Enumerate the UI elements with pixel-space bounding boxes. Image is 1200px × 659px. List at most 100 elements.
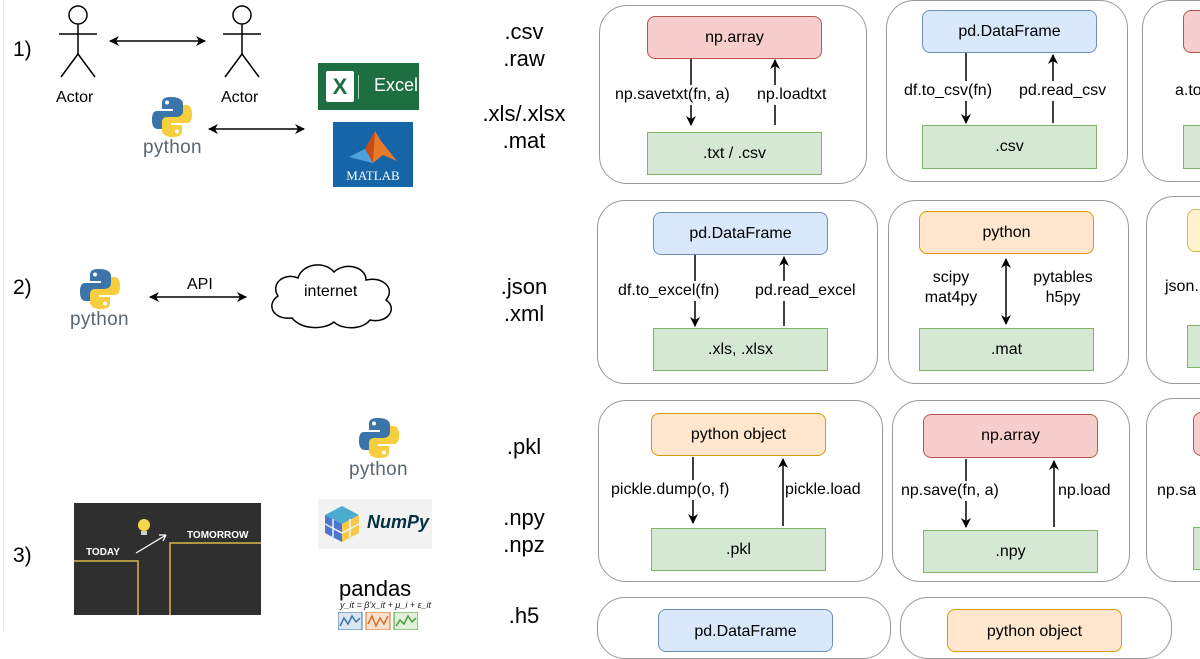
ext-raw: .raw [503, 46, 545, 71]
python-wordmark: python [70, 309, 129, 330]
edge-write-label: df.to_excel(fn) [618, 281, 720, 301]
board-tomorrow: TOMORROW [187, 530, 249, 541]
matlab-label: MATLAB [346, 168, 400, 183]
node-top: pd.DataFrame [653, 212, 828, 255]
card-partial-1: a.to [1142, 0, 1200, 182]
ext-group-json-xml: .json .xml [474, 273, 574, 327]
actor-right-label: Actor [221, 89, 259, 106]
edge-write-label: pickle.dump(o, f) [611, 480, 730, 500]
excel-grid-icon [358, 75, 373, 99]
card-partial-3: np.sa [1146, 398, 1200, 582]
chalkboard-drawing [74, 519, 261, 615]
edge-write-label: a.to [1175, 81, 1200, 101]
row-number-2: 2) [13, 276, 32, 299]
ext-csv: .csv [504, 19, 544, 44]
card-partial-2: json. [1146, 196, 1200, 384]
row-number-3: 3) [13, 544, 32, 567]
ext-npy: .npy [503, 505, 545, 530]
python-logo-icon [359, 418, 399, 458]
lib-pytables: pytables [1033, 269, 1093, 286]
card-numpy-save: np.array np.save(fn, a) np.load .npy [892, 400, 1130, 582]
edge-read-label: pickle.load [785, 480, 861, 500]
edge-write-label: df.to_csv(fn) [904, 81, 993, 101]
matlab-membrane-icon [349, 131, 397, 163]
ext-json: .json [500, 274, 548, 299]
ext-xml: .xml [503, 301, 545, 326]
cloud-icon [271, 264, 392, 329]
python-logo-icon [152, 97, 192, 137]
node-bottom [1193, 527, 1200, 570]
ext-group-npy-npz: .npy .npz [474, 504, 574, 558]
row-number-1: 1) [13, 38, 32, 61]
node-bottom: .txt / .csv [647, 132, 822, 175]
lib-scipy: scipy [932, 269, 970, 286]
node-bottom [1187, 325, 1200, 368]
card-arrows [1001, 258, 1011, 325]
api-label: API [187, 276, 213, 293]
card-pickle: python object pickle.dump(o, f) pickle.l… [598, 400, 883, 582]
python-wordmark: python [143, 137, 202, 158]
excel-logo: X Excel [318, 63, 419, 110]
ext-group-csv-raw: .csv .raw [474, 18, 574, 72]
internet-label: internet [304, 283, 358, 300]
pandas-charts-icon [338, 612, 418, 630]
node-top [1193, 412, 1200, 456]
node-bottom [1183, 125, 1200, 169]
edge-write-label: np.sa [1157, 481, 1197, 501]
ext-npz: .npz [503, 532, 545, 557]
node-top: python object [947, 609, 1122, 652]
ext-h5: .h5 [508, 603, 540, 628]
excel-x-icon: X [326, 71, 354, 102]
ext-mat: .mat [502, 128, 546, 153]
card-python-object-bottom: python object [900, 597, 1172, 659]
lib-mat4py: mat4py [924, 289, 978, 306]
node-bottom: .csv [922, 125, 1097, 169]
card-dataframe-bottom: pd.DataFrame [597, 597, 891, 659]
card-np-array-txt: np.array np.savetxt(fn, a) np.loadtxt .t… [599, 5, 867, 184]
board-today: TODAY [86, 547, 120, 558]
excel-label: Excel [374, 75, 419, 95]
actor-left-icon [59, 5, 97, 78]
mat-readers-left: scipy mat4py [921, 268, 981, 308]
node-bottom: .npy [923, 530, 1098, 573]
pandas-label: pandas [339, 576, 412, 601]
edge-read-label: np.load [1058, 481, 1111, 501]
card-dataframe-excel: pd.DataFrame df.to_excel(fn) pd.read_exc… [597, 200, 878, 384]
lib-h5py: h5py [1045, 289, 1081, 306]
ext-group-xls-mat: .xls/.xlsx .mat [474, 100, 574, 154]
numpy-cube-icon [324, 506, 360, 542]
node-bottom: .xls, .xlsx [653, 328, 828, 371]
node-top: pd.DataFrame [922, 10, 1097, 53]
edge-write-label: np.save(fn, a) [901, 481, 999, 501]
page-left-border [3, 0, 4, 630]
ext-pkl: .pkl [506, 434, 542, 459]
node-top: python [919, 211, 1094, 254]
edge-read-label: pd.read_csv [1019, 81, 1107, 101]
node-top [1183, 10, 1200, 53]
card-dataframe-csv: pd.DataFrame df.to_csv(fn) pd.read_csv .… [886, 0, 1128, 182]
node-bottom: .pkl [651, 528, 826, 571]
actor-left-label: Actor [56, 89, 94, 106]
edge-read-label: np.loadtxt [757, 85, 827, 105]
node-top: pd.DataFrame [658, 609, 833, 652]
node-top: np.array [647, 16, 822, 59]
matlab-logo: MATLAB [333, 122, 413, 187]
mat-readers-right: pytables h5py [1023, 268, 1103, 308]
edge-write-label: np.savetxt(fn, a) [615, 85, 730, 105]
pandas-formula: y_it = β'x_it + μ_i + ε_it [340, 600, 432, 610]
card-python-mat: python scipy mat4py pytables h5py .mat [888, 200, 1129, 384]
numpy-logo: NumPy [318, 499, 432, 549]
node-bottom: .mat [919, 328, 1094, 371]
connector-layer [109, 36, 305, 302]
python-logo-icon [80, 269, 120, 309]
ext-xls: .xls/.xlsx [482, 101, 566, 126]
chalkboard-image: TODAY TOMORROW [74, 503, 261, 615]
numpy-label: NumPy [367, 512, 430, 532]
node-top [1187, 209, 1200, 252]
node-top: python object [651, 413, 826, 456]
actor-right-icon [223, 5, 261, 78]
edge-read-label: pd.read_excel [755, 281, 856, 301]
edge-write-label: json. [1165, 277, 1199, 297]
node-top: np.array [923, 414, 1098, 458]
python-wordmark: python [349, 459, 408, 480]
